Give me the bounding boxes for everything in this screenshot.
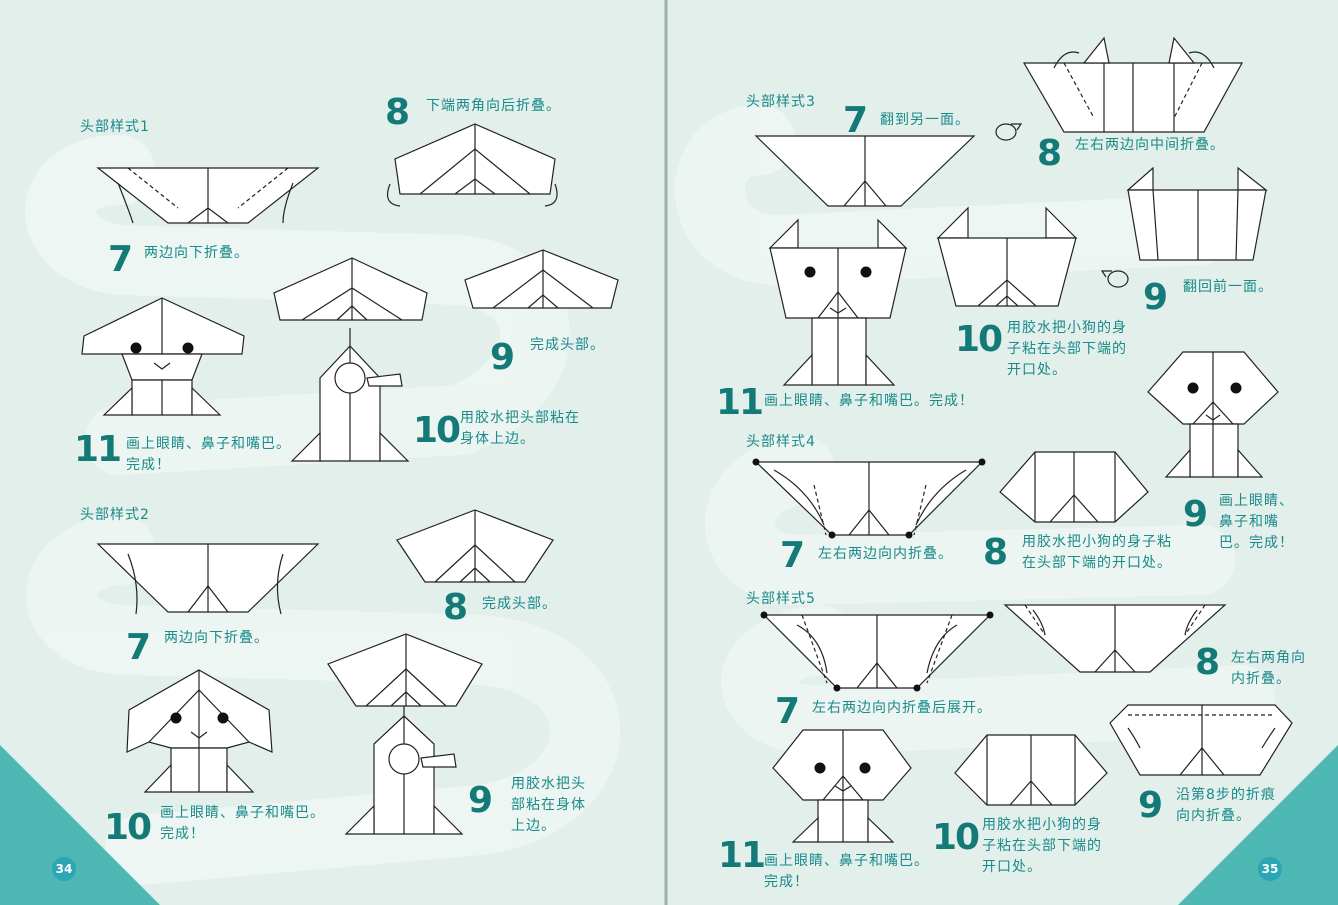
style1-step9-number: 9 [490,334,526,376]
style3-step8-diagram [1022,36,1244,133]
style5-step8-text: 左右两角向内折叠。 [1231,650,1306,687]
style3-step10-text: 用胶水把小狗的身子粘在头部下端的开口处。 [1007,320,1127,378]
style1-step11-number: 11 [74,426,122,468]
style2-step7-text: 两边向下折叠。 [164,630,269,646]
style5-step11-text: 画上眼睛、鼻子和嘴巴。完成！ [764,853,929,890]
style4-step8-number: 8 [983,529,1019,571]
style2-step8-number: 8 [443,584,479,626]
style1-step9-diagram [464,249,619,309]
style3-step9-number: 9 [1143,274,1179,316]
style1-step8-diagram [387,123,558,207]
style1-step11-dog [81,297,245,416]
style5-step8-number: 8 [1195,639,1231,681]
style1-step7-number: 7 [108,236,144,278]
style5-step9-number: 9 [1138,782,1174,824]
style3-step11-text: 画上眼睛、鼻子和嘴巴。完成！ [764,393,974,409]
style2-step7-diagram [96,543,320,615]
style1-step10-diagram [273,257,428,462]
style1-step8-text: 下端两角向后折叠。 [426,98,561,114]
style5-step9-diagram [1109,704,1293,776]
style3-step7-diagram [754,135,976,207]
style1-step7-text: 两边向下折叠。 [144,245,249,261]
style2-step7-number: 7 [126,624,162,666]
style3-step9-diagram [1126,166,1268,261]
style3-step11-dog [768,218,908,386]
style3-step11-number: 11 [716,379,764,421]
style4-step7-diagram [752,458,986,539]
style5-step11-number: 11 [718,832,766,874]
style1-step10-text: 用胶水把头部粘在身体上边。 [460,410,580,447]
style2-step9-diagram [327,633,483,835]
style3-step9-text: 翻回前一面。 [1183,279,1273,295]
style3-label: 头部样式3 [746,94,816,110]
flip-arrow-icon [995,123,1023,141]
style1-step7-diagram [96,167,320,224]
style5-step11-dog [772,729,912,843]
style2-step8-text: 完成头部。 [482,596,557,612]
style2-step8-diagram [396,509,554,583]
flip-back-arrow-icon [1100,270,1129,288]
style5-step10-diagram [954,734,1108,806]
style3-step10-number: 10 [955,316,1003,358]
style3-step8-number: 8 [1037,130,1073,172]
style3-step8-text: 左右两边向中间折叠。 [1075,137,1225,153]
style4-step8-diagram [999,451,1149,523]
style4-step9-text: 画上眼睛、鼻子和嘴巴。完成！ [1219,493,1294,551]
style1-step9-text: 完成头部。 [530,337,605,353]
style1-label: 头部样式1 [80,119,150,135]
style5-step7-number: 7 [775,688,811,730]
style2-step9-number: 9 [468,777,504,819]
style2-step10-number: 10 [104,804,152,846]
left-page-number: 34 [52,857,76,881]
style5-step7-diagram [760,611,994,692]
style5-step9-text: 沿第8步的折痕向内折叠。 [1176,787,1276,824]
style3-step10-diagram [936,206,1078,307]
style4-step8-text: 用胶水把小狗的身子粘在头部下端的开口处。 [1022,534,1172,571]
style1-step11-text: 画上眼睛、鼻子和嘴巴。完成！ [126,436,291,473]
style5-step7-text: 左右两边向内折叠后展开。 [812,700,992,716]
style5-step8-diagram [1003,604,1227,673]
style4-label: 头部样式4 [746,434,816,450]
style4-step9-number: 9 [1183,491,1219,533]
style5-step10-text: 用胶水把小狗的身子粘在头部下端的开口处。 [982,817,1102,875]
style2-step10-dog [126,669,273,793]
style5-label: 头部样式5 [746,591,816,607]
style2-label: 头部样式2 [80,507,150,523]
style4-step7-text: 左右两边向内折叠。 [818,546,953,562]
style3-step7-number: 7 [843,97,879,139]
style3-step7-text: 翻到另一面。 [880,112,970,128]
style4-step9-dog [1147,351,1279,478]
style4-step7-number: 7 [780,532,816,574]
right-page-number: 35 [1258,857,1282,881]
style5-step10-number: 10 [932,814,980,856]
style1-step10-number: 10 [413,407,461,449]
style2-step10-text: 画上眼睛、鼻子和嘴巴。完成！ [160,805,325,842]
style2-step9-text: 用胶水把头部粘在身体上边。 [511,776,586,834]
